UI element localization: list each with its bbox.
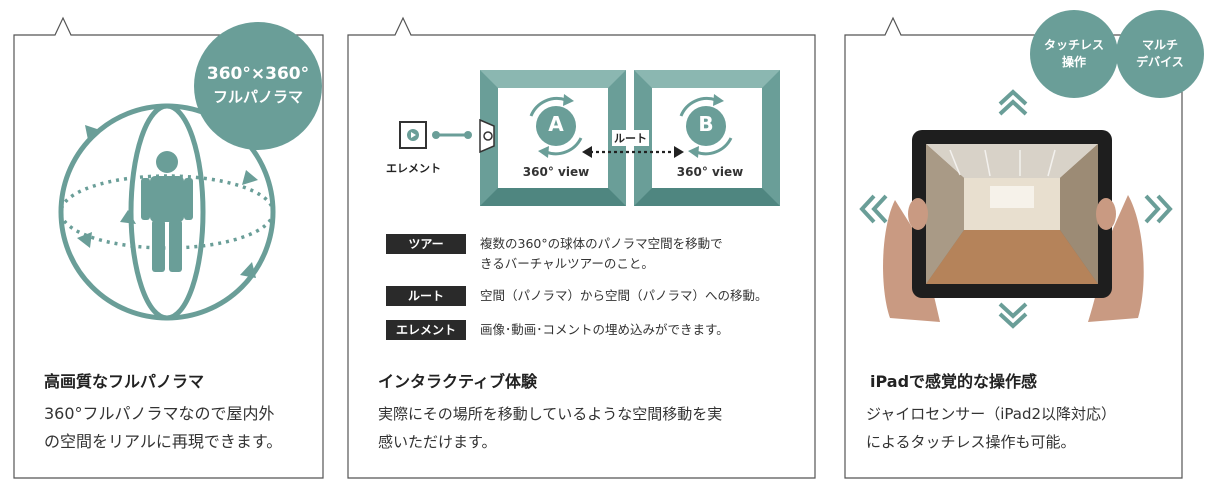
card-body-line-1: 実際にその場所を移動しているような空間移動を実 [378, 405, 723, 423]
bubble-line-2: 操作 [1061, 55, 1086, 69]
sphere-person-icon [58, 103, 276, 321]
card-body-line-2: 感いただけます。 [378, 433, 497, 451]
card-title: 高画質なフルパノラマ [44, 372, 205, 391]
swipe-arrows-icon [859, 89, 1173, 329]
tag-row-route: ルート 空間（パノラマ）から空間（パノラマ）への移動。 [386, 286, 768, 306]
card-body-line-2: によるタッチレス操作も可能。 [866, 433, 1076, 451]
tag-element: エレメント [386, 320, 466, 340]
bubble-line-2: デバイス [1136, 55, 1184, 69]
card-body-line-2: の空間をリアルに再現できます。 [44, 432, 283, 451]
room-a-label: A [548, 112, 564, 136]
card-full-panorama: 360°×360° フルパノラマ 高画質なフルパノラマ 360°フルパノラマなの… [0, 0, 330, 487]
tag-row-element: エレメント 画像･動画･コメントの埋め込みができます。 [386, 320, 729, 340]
bubble-line-1: タッチレス [1043, 38, 1104, 52]
card-body-line-1: ジャイロセンサー（iPad2以降対応） [866, 405, 1117, 423]
tag-tour: ツアー [386, 234, 466, 254]
tag-desc-line-2: きるバーチャルツアーのこと。 [480, 256, 654, 271]
multi-device-bubble: マルチ デバイス [1116, 10, 1204, 98]
tag-desc: 画像･動画･コメントの埋め込みができます。 [480, 322, 729, 337]
element-label: エレメント [386, 162, 441, 175]
view-a-label: 360° view [522, 165, 590, 179]
tag-desc-line-1: 複数の360°の球体のパノラマ空間を移動で [480, 236, 723, 251]
card-title: インタラクティブ体験 [378, 372, 538, 391]
panorama-bubble: 360°×360° フルパノラマ [194, 22, 322, 150]
card-title: iPadで感覚的な操作感 [870, 372, 1038, 391]
view-b-label: 360° view [676, 165, 744, 179]
tablet-device [912, 130, 1112, 298]
element-icon [399, 121, 427, 149]
bubble-line-2: フルパノラマ [212, 88, 303, 106]
tag-route: ルート [386, 286, 466, 306]
touchless-bubble: タッチレス 操作 [1030, 10, 1118, 98]
tag-desc: 空間（パノラマ）から空間（パノラマ）への移動。 [480, 288, 768, 303]
card-body-line-1: 360°フルパノラマなので屋内外 [44, 404, 275, 423]
room-b-label: B [698, 112, 714, 136]
bubble-line-1: マルチ [1141, 38, 1178, 52]
route-label: ルート [612, 130, 649, 146]
tag-row-tour: ツアー 複数の360°の球体のパノラマ空間を移動で きるバーチャルツアーのこと。 [386, 234, 723, 274]
bubble-line-1: 360°×360° [206, 64, 310, 84]
